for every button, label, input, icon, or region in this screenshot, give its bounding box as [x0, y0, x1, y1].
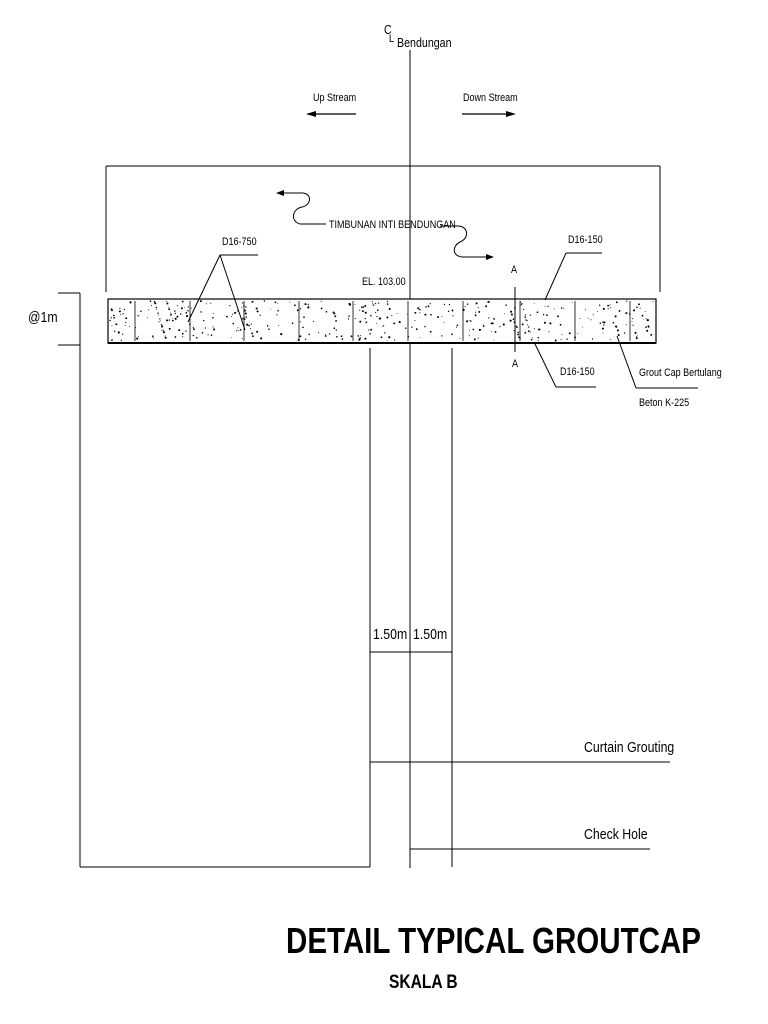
section-a-bottom-label: A	[512, 358, 519, 370]
upstream-label: Up Stream	[313, 92, 357, 104]
dimension-right-label: 1.50m	[413, 626, 448, 643]
centerline-symbol: C	[384, 22, 392, 37]
centerline-label: Bendungan	[397, 35, 452, 50]
rebar-leader-d16-150-top	[544, 252, 602, 301]
rebar-lines	[134, 301, 631, 341]
downstream-label: Down Stream	[463, 92, 518, 104]
rebar-label-d16-750: D16-750	[222, 236, 257, 248]
elevation-label: EL. 103.00	[362, 276, 406, 288]
centerline-symbol-sub: L	[389, 33, 395, 45]
grout-cap-label-2: Beton K-225	[639, 397, 690, 409]
timbunan-label: TIMBUNAN INTI BENDUNGAN	[329, 219, 456, 231]
curtain-grouting-label: Curtain Grouting	[584, 739, 675, 756]
dimension-left-label: 1.50m	[373, 626, 408, 643]
rebar-label-d16-150-top: D16-150	[568, 234, 603, 246]
thickness-bracket	[58, 292, 81, 346]
thickness-label: @1m	[28, 309, 58, 326]
grout-cap-leader	[616, 335, 698, 389]
dimension-line	[369, 622, 453, 656]
rebar-leader-d16-750	[187, 254, 258, 331]
downstream-arrow	[462, 111, 516, 117]
check-hole-label: Check Hole	[584, 826, 648, 843]
upstream-arrow	[306, 111, 356, 117]
rebar-label-d16-150-bottom: D16-150	[560, 366, 595, 378]
groutcap-slab	[107, 298, 657, 344]
grout-cap-label-1: Grout Cap Bertulang	[639, 367, 722, 379]
timbunan-leader	[276, 190, 494, 260]
foundation-outline	[79, 345, 453, 868]
drawing-title: DETAIL TYPICAL GROUTCAP	[286, 920, 701, 961]
rebar-leader-d16-150-bottom	[534, 343, 596, 388]
section-a-top-label: A	[511, 264, 518, 276]
drawing-subtitle: SKALA B	[389, 972, 458, 993]
embankment-outline	[105, 165, 661, 292]
